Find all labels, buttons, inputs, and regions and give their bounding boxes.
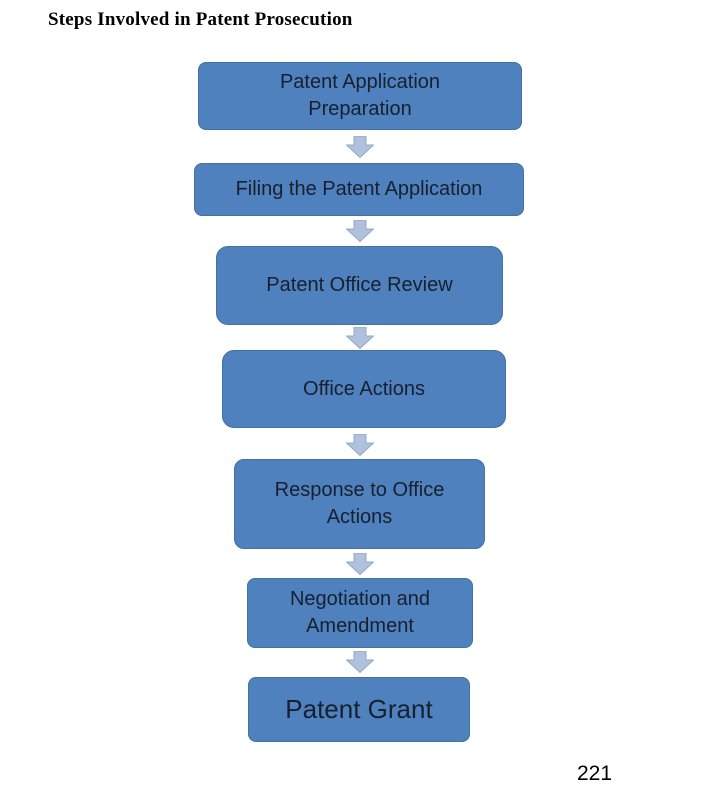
down-arrow-icon: [346, 553, 374, 575]
down-arrow-icon: [346, 434, 374, 456]
page-title: Steps Involved in Patent Prosecution: [48, 9, 353, 30]
down-arrow-icon: [346, 327, 374, 349]
flowchart-step-patent-grant: Patent Grant: [248, 677, 470, 742]
down-arrow-icon: [346, 136, 374, 158]
flowchart-step-office-actions: Office Actions: [222, 350, 506, 428]
flowchart-step-negotiation-and-amendment: Negotiation and Amendment: [247, 578, 473, 648]
flowchart-step-patent-application-preparation: Patent Application Preparation: [198, 62, 522, 130]
page-number: 221: [577, 762, 613, 785]
down-arrow-icon: [346, 220, 374, 242]
flowchart-step-filing-the-patent-application: Filing the Patent Application: [194, 163, 524, 216]
down-arrow-icon: [346, 651, 374, 673]
flowchart-step-response-to-office-actions: Response to Office Actions: [234, 459, 485, 549]
flowchart-step-patent-office-review: Patent Office Review: [216, 246, 503, 325]
